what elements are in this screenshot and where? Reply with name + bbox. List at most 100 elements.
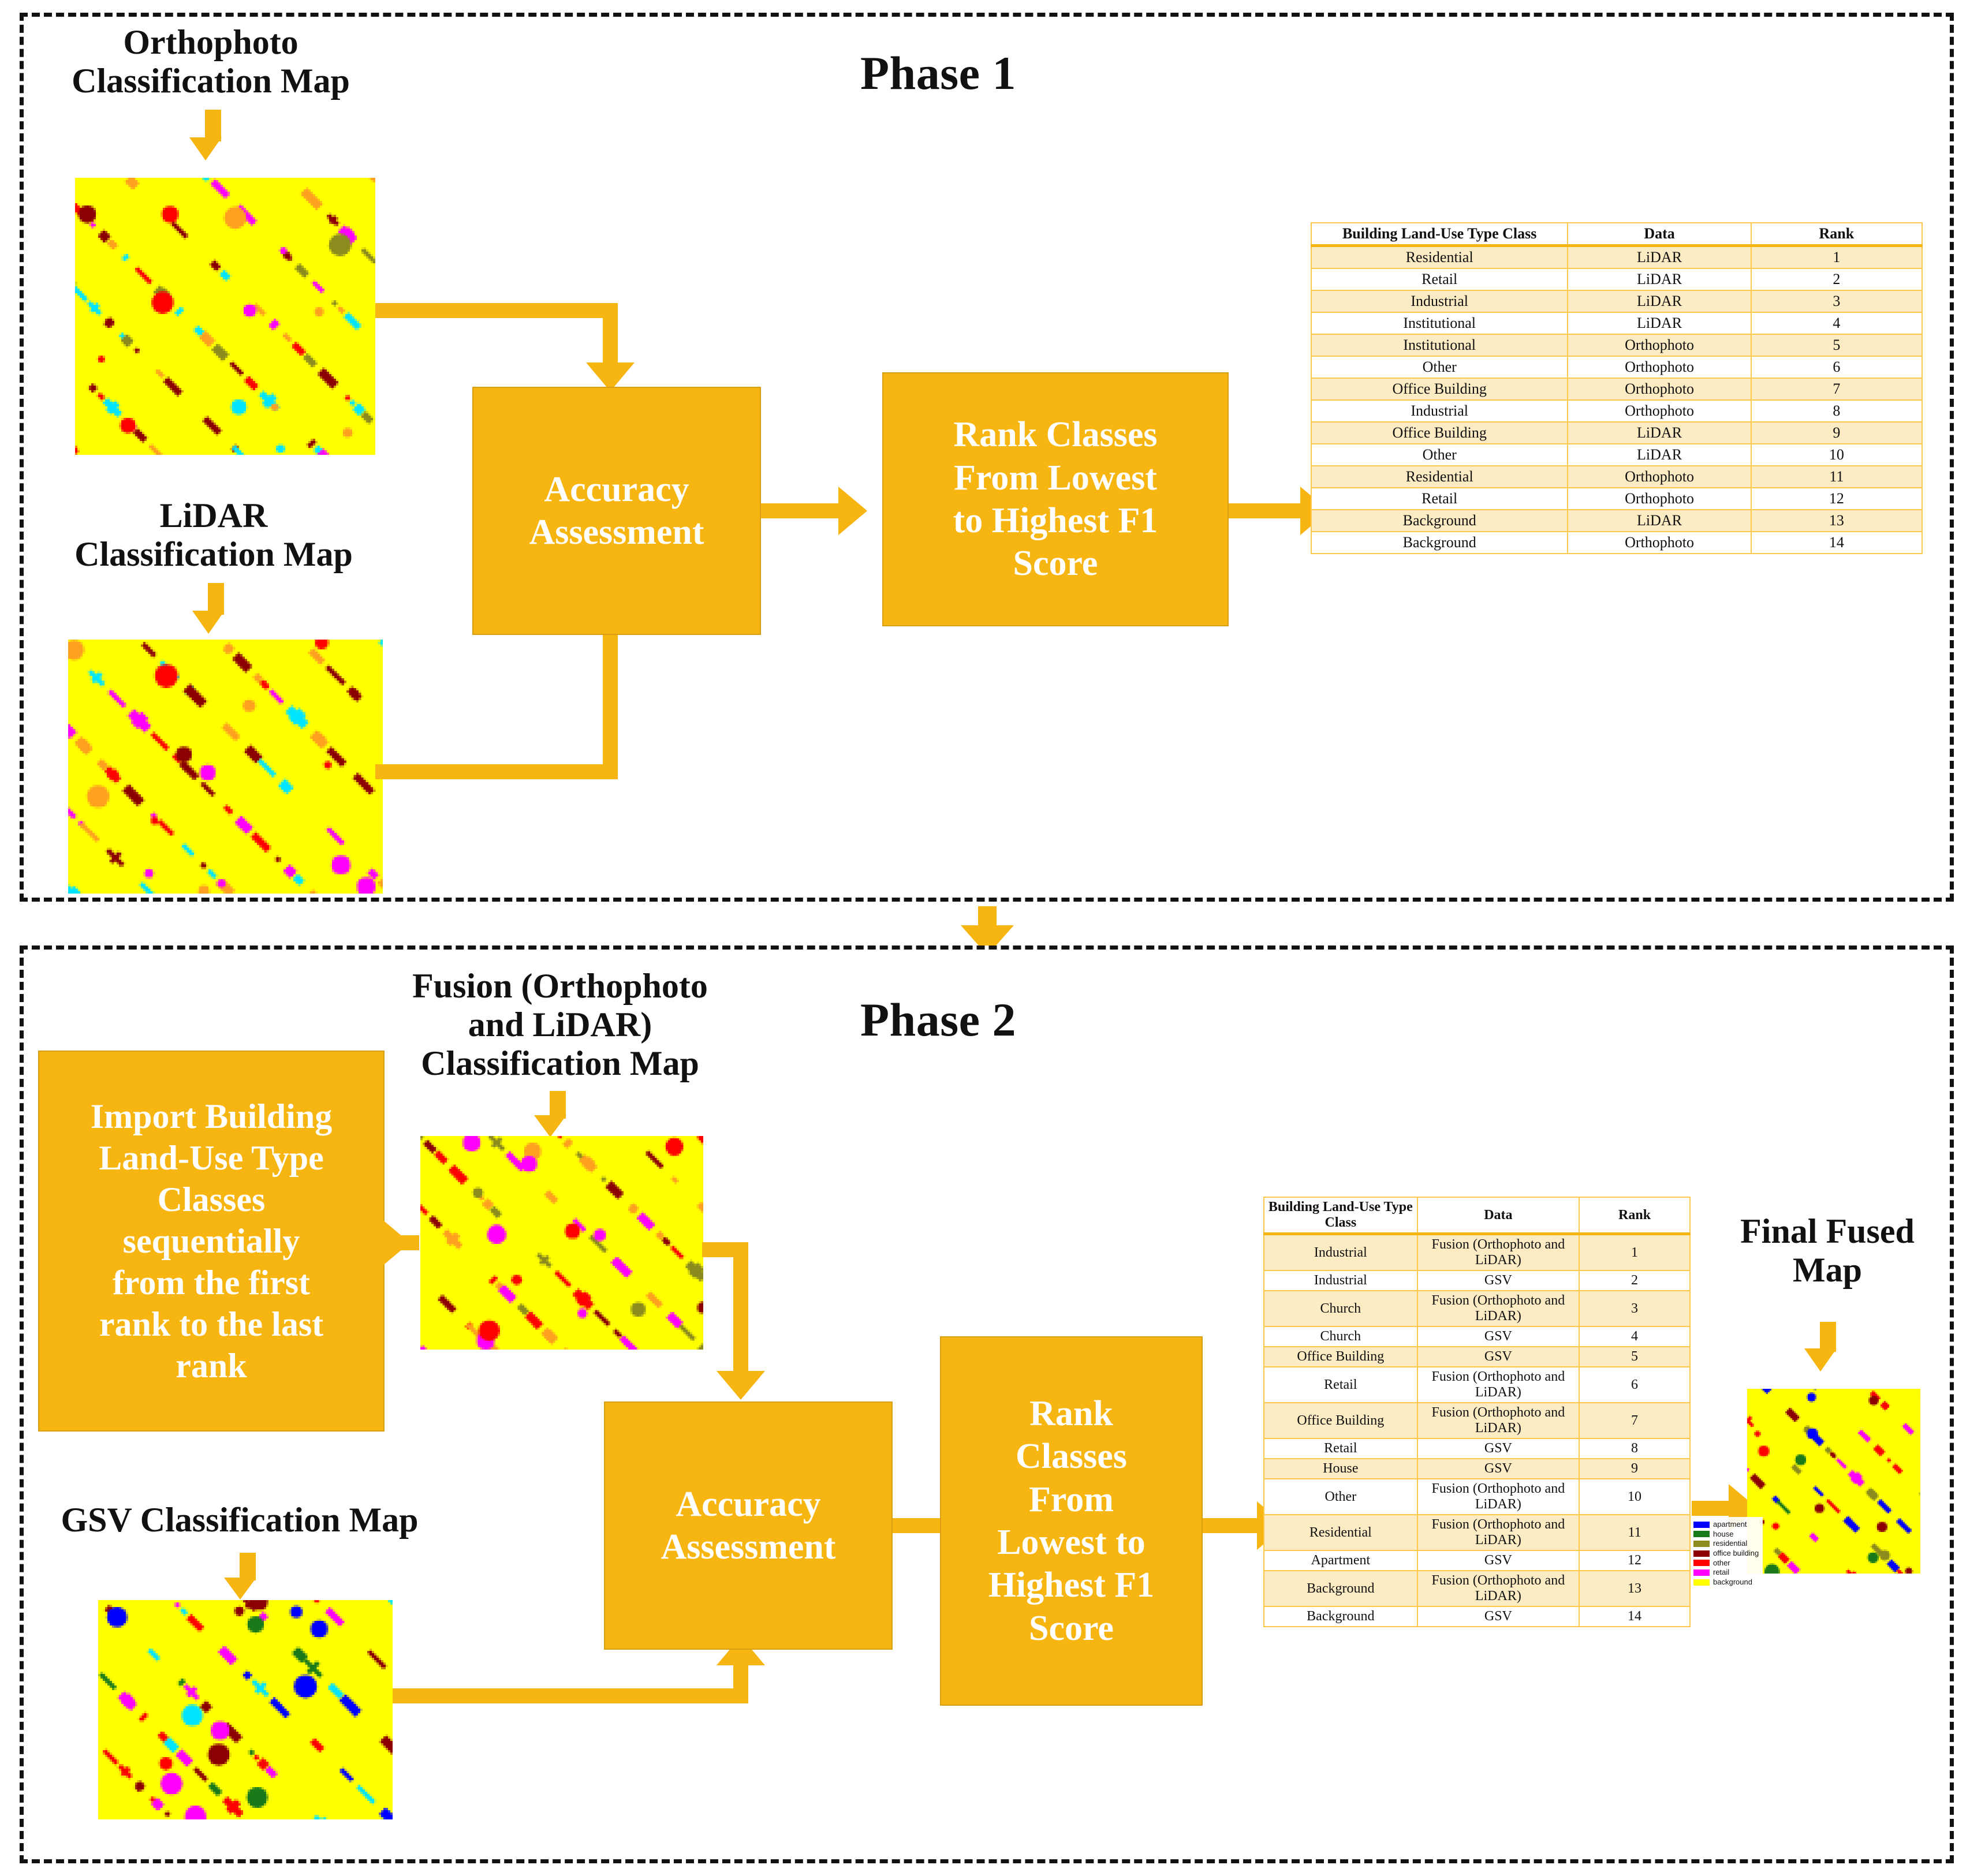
table-cell: LiDAR — [1567, 312, 1752, 335]
table-cell: Church — [1263, 1326, 1418, 1347]
legend-swatch-icon — [1693, 1521, 1710, 1528]
table-cell: Orthophoto — [1567, 531, 1752, 554]
table-cell: Orthophoto — [1567, 399, 1752, 423]
ortho-to-accuracy-vertical — [603, 303, 618, 367]
lidar-to-accuracy-horizontal — [375, 764, 618, 779]
gsv-caption-arrow-head — [224, 1578, 256, 1600]
orthophoto-caption-arrow-head — [189, 137, 222, 160]
orthophoto-map-caption: Orthophoto Classification Map — [72, 23, 350, 100]
legend-swatch-icon — [1693, 1550, 1710, 1557]
table-cell: Retail — [1310, 487, 1569, 510]
phase2-accuracy-assessment-box[interactable]: Accuracy Assessment — [604, 1402, 893, 1650]
legend-item: house — [1693, 1530, 1759, 1539]
table-cell: Office Building — [1310, 378, 1569, 401]
final-fused-map-caption: Final Fused Map — [1740, 1212, 1915, 1290]
table-cell: Residential — [1310, 465, 1569, 488]
rank-to-table-shaft-p1 — [1229, 503, 1304, 518]
legend-label: residential — [1713, 1539, 1748, 1548]
table-cell: GSV — [1416, 1606, 1580, 1627]
table-cell: 13 — [1579, 1570, 1691, 1607]
table-cell: Retail — [1263, 1438, 1418, 1459]
table-cell: 9 — [1750, 421, 1923, 444]
table-cell: Orthophoto — [1567, 356, 1752, 379]
legend-swatch-icon — [1693, 1579, 1710, 1586]
table-cell: GSV — [1416, 1438, 1580, 1459]
legend-label: background — [1713, 1577, 1752, 1586]
legend-item: other — [1693, 1559, 1759, 1568]
table-cell: Other — [1310, 356, 1569, 379]
table-cell: Other — [1310, 443, 1569, 466]
gsv-classification-map — [98, 1600, 393, 1819]
lidar-classification-map — [68, 640, 383, 894]
legend-item: residential — [1693, 1539, 1759, 1549]
table-cell: LiDAR — [1567, 268, 1752, 291]
table-cell: Fusion (Orthophoto and LiDAR) — [1416, 1402, 1580, 1439]
table-cell: 11 — [1579, 1514, 1691, 1551]
legend-swatch-icon — [1693, 1531, 1710, 1538]
legend-label: retail — [1713, 1568, 1730, 1577]
table-cell: Institutional — [1310, 334, 1569, 357]
phase1-accuracy-assessment-box[interactable]: Accuracy Assessment — [472, 387, 761, 635]
table-header-cell: Data — [1567, 222, 1752, 247]
table-cell: 9 — [1579, 1458, 1691, 1479]
fusion-classification-map — [420, 1136, 703, 1350]
table-cell: Office Building — [1263, 1402, 1418, 1439]
table-cell: Industrial — [1263, 1233, 1418, 1271]
table-cell: GSV — [1416, 1346, 1580, 1367]
table-cell: 7 — [1579, 1402, 1691, 1439]
ortho-to-accuracy-horizontal — [375, 303, 618, 318]
table-cell: 14 — [1750, 531, 1923, 554]
table-cell: 2 — [1750, 268, 1923, 291]
legend-swatch-icon — [1693, 1569, 1710, 1576]
fusion-to-accuracy-vertical — [733, 1242, 748, 1375]
table-cell: Office Building — [1310, 421, 1569, 444]
table-cell: Industrial — [1310, 399, 1569, 423]
table-cell: Apartment — [1263, 1550, 1418, 1571]
table-cell: Church — [1263, 1290, 1418, 1327]
table-cell: GSV — [1416, 1458, 1580, 1479]
table-cell: 14 — [1579, 1606, 1691, 1627]
phase1-rank-classes-box[interactable]: Rank Classes From Lowest to Highest F1 S… — [882, 372, 1229, 626]
phase2-import-classes-box[interactable]: Import Building Land-Use Type Classes se… — [38, 1051, 385, 1432]
lidar-to-accuracy-vertical — [603, 618, 618, 779]
legend-label: house — [1713, 1529, 1734, 1538]
table-cell: 2 — [1579, 1270, 1691, 1291]
table-cell: LiDAR — [1567, 421, 1752, 444]
table-cell: Background — [1310, 509, 1569, 532]
table-cell: LiDAR — [1567, 443, 1752, 466]
table-to-final-shaft — [1692, 1501, 1732, 1516]
table-cell: LiDAR — [1567, 245, 1752, 269]
table-cell: Orthophoto — [1567, 465, 1752, 488]
table-cell: Orthophoto — [1567, 487, 1752, 510]
table-header-cell: Building Land-Use Type Class — [1263, 1197, 1418, 1235]
table-cell: Fusion (Orthophoto and LiDAR) — [1416, 1290, 1580, 1327]
legend-label: other — [1713, 1558, 1730, 1567]
gsv-to-accuracy-horizontal — [393, 1688, 748, 1703]
table-cell: 13 — [1750, 509, 1923, 532]
table-cell: 8 — [1579, 1438, 1691, 1459]
table-cell: Other — [1263, 1478, 1418, 1515]
rank-to-table-shaft-p2 — [1203, 1518, 1260, 1533]
phase2-rank-classes-box[interactable]: Rank Classes From Lowest to Highest F1 S… — [940, 1336, 1203, 1706]
table-cell: 10 — [1579, 1478, 1691, 1515]
table-cell: Fusion (Orthophoto and LiDAR) — [1416, 1366, 1580, 1403]
lidar-caption-arrow-shaft — [208, 583, 224, 615]
final-caption-arrow-shaft — [1820, 1322, 1836, 1352]
table-cell: 12 — [1750, 487, 1923, 510]
